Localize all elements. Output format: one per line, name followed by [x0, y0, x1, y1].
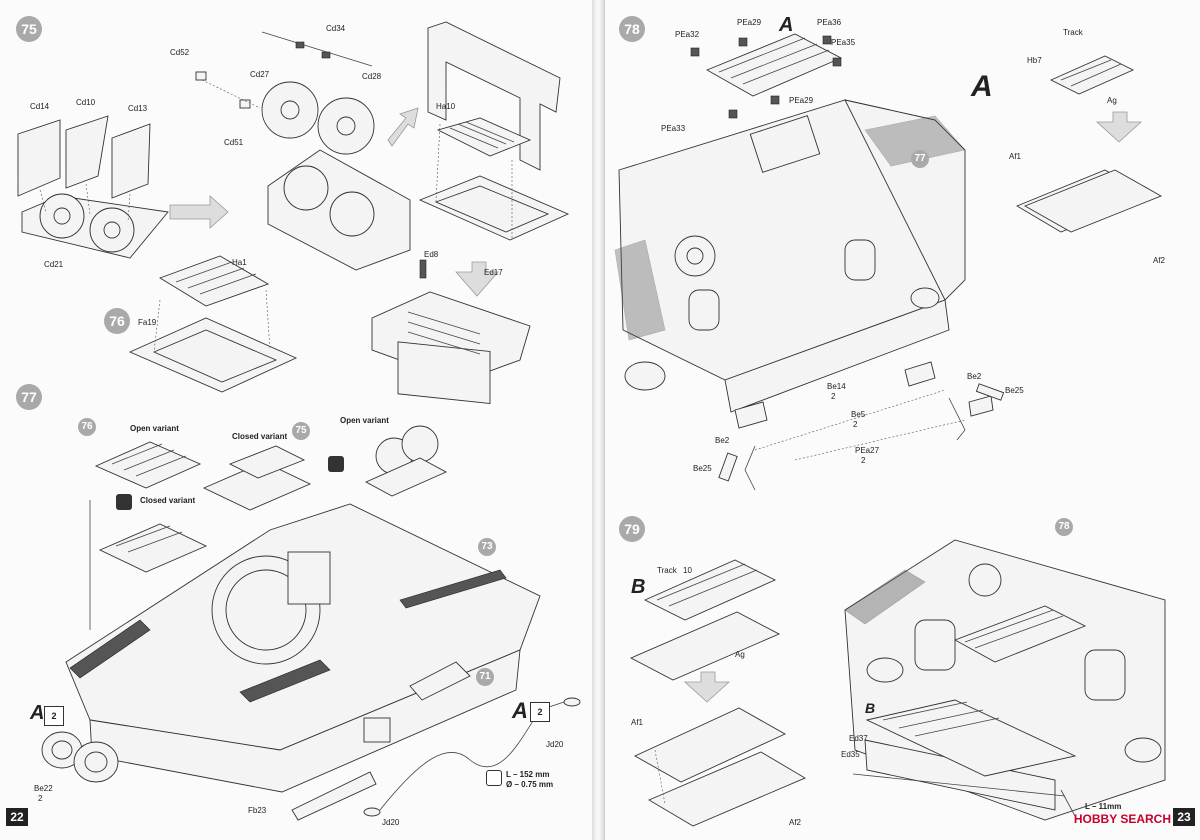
label-pea29-mid: PEa29	[789, 96, 814, 105]
label-be2-left: Be2	[715, 436, 730, 445]
label-cd21: Cd21	[44, 260, 64, 269]
label-a-big: A	[971, 70, 993, 103]
ref-76-badge: 76	[78, 418, 96, 436]
label-ed37: Ed37	[849, 734, 868, 743]
label-cd34: Cd34	[326, 24, 346, 33]
label-ed17: Ed17	[484, 268, 503, 277]
ref-78-badge: 78	[1055, 518, 1073, 536]
label-be22: Be22	[34, 784, 53, 793]
swap-icon	[328, 456, 344, 472]
right-page: 78	[604, 0, 1200, 840]
measure-diameter: Ø – 0.75 mm	[506, 780, 554, 789]
label-pea32: PEa32	[675, 30, 700, 39]
label-af2-a: Af2	[1153, 256, 1166, 265]
label-jd20-top: Jd20	[546, 740, 564, 749]
label-b-mid: B	[865, 700, 876, 716]
page-number-right: 23	[1173, 808, 1195, 826]
label-length-79: L – 11mm	[1085, 802, 1122, 811]
measure-length: L – 152 mm	[506, 770, 550, 779]
step-77-drawing	[41, 425, 581, 821]
label-ed35: Ed35	[841, 750, 860, 759]
label-af2-b: Af2	[789, 818, 802, 827]
qty-a-right: 2	[530, 702, 550, 722]
label-track-a: Track	[1063, 28, 1083, 37]
ref-77-badge: 77	[911, 150, 929, 168]
step-78-badge: 78	[619, 16, 645, 42]
label-be14: Be14	[827, 382, 846, 391]
label-cd13: Cd13	[128, 104, 148, 113]
swap-icon	[116, 494, 132, 510]
label-cd28: Cd28	[362, 72, 382, 81]
label-pea35: PEa35	[831, 38, 856, 47]
label-cd51: Cd51	[224, 138, 244, 147]
label-ha10: Ha10	[436, 102, 456, 111]
ref-75-badge: 75	[292, 422, 310, 440]
step-75-badge: 75	[16, 16, 42, 42]
label-cd27: Cd27	[250, 70, 270, 79]
page-number-left: 22	[6, 808, 28, 826]
label-closed-variant-b: Closed variant	[140, 496, 196, 505]
label-open-variant-b: Open variant	[340, 416, 389, 425]
label-ag-a: Ag	[1107, 96, 1117, 105]
label-ha1: Ha1	[232, 258, 247, 267]
label-jd20-bottom: Jd20	[382, 818, 400, 827]
label-hb7: Hb7	[1027, 56, 1042, 65]
label-cd14: Cd14	[30, 102, 50, 111]
label-a-right: A	[512, 698, 528, 723]
label-pea33: PEa33	[661, 124, 686, 133]
label-ag-b: Ag	[735, 650, 745, 659]
qty-be5: 2	[853, 420, 858, 429]
step-79-badge: 79	[619, 516, 645, 542]
label-ed8: Ed8	[424, 250, 439, 259]
label-af1-b: Af1	[631, 718, 644, 727]
measure-text: L – 152 mm Ø – 0.75 mm	[506, 770, 553, 790]
step-77-badge: 77	[16, 384, 42, 410]
label-open-variant-a: Open variant	[130, 424, 179, 433]
step-76-badge: 76	[104, 308, 130, 334]
step-75-76-drawing	[17, 21, 570, 404]
label-fb23: Fb23	[248, 806, 267, 815]
left-page: 75	[0, 0, 593, 840]
label-cd10: Cd10	[76, 98, 96, 107]
label-pea27: PEa27	[855, 446, 880, 455]
ref-73-badge: 73	[478, 538, 496, 556]
label-be2-right: Be2	[967, 372, 982, 381]
label-track-b: Track	[657, 566, 677, 575]
label-a-small: A	[779, 14, 794, 36]
qty-a-left: 2	[44, 706, 64, 726]
label-pea29-top: PEa29	[737, 18, 762, 27]
label-be25-right: Be25	[1005, 386, 1024, 395]
step-79-drawing	[629, 539, 1166, 827]
label-a-left: A	[30, 702, 45, 724]
label-pea36: PEa36	[817, 18, 842, 27]
measure-icon	[486, 770, 502, 786]
hobby-search-watermark: HOBBY SEARCH	[1073, 812, 1171, 826]
qty-be22: 2	[38, 794, 43, 803]
label-closed-variant-a: Closed variant	[232, 432, 288, 441]
label-be25-left: Be25	[693, 464, 712, 473]
qty-be14: 2	[831, 392, 836, 401]
label-af1-a: Af1	[1009, 152, 1022, 161]
qty-track-b: 10	[683, 566, 692, 575]
ref-71-badge: 71	[476, 668, 494, 686]
label-b-left: B	[631, 576, 646, 598]
book-gutter	[592, 0, 604, 840]
step-78-drawing	[614, 33, 1163, 491]
label-fa19: Fa19	[138, 318, 157, 327]
qty-pea27: 2	[861, 456, 866, 465]
label-cd52: Cd52	[170, 48, 190, 57]
label-be5: Be5	[851, 410, 866, 419]
